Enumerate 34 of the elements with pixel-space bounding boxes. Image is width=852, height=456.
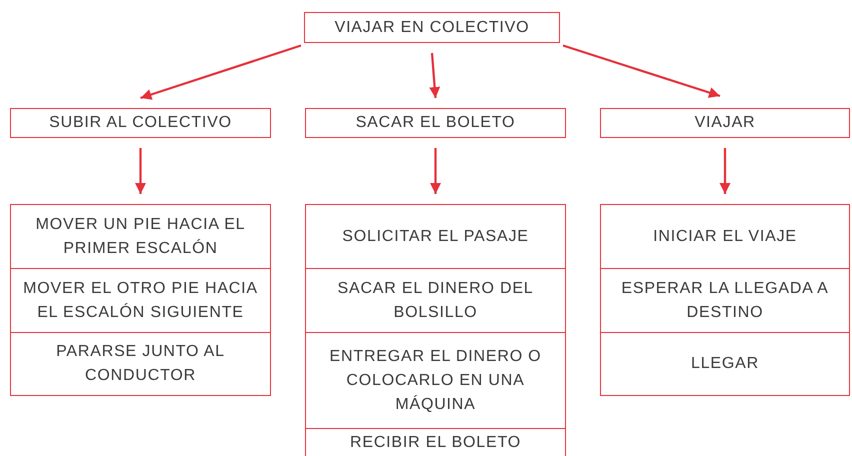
node-text: PARARSE JUNTO AL CONDUCTOR (55, 342, 226, 386)
arrow (140, 44, 302, 100)
arrow (430, 148, 441, 194)
process-box (10, 204, 271, 269)
process-box (600, 268, 850, 333)
node-text: VIAJAR EN COLECTIVO (334, 18, 530, 38)
node-text: RECIBIR EL BOLETO (349, 433, 522, 453)
process-box (305, 428, 566, 456)
node-text: INICIAR EL VIAJE (652, 226, 798, 246)
process-box (305, 268, 566, 333)
process-box (10, 268, 271, 333)
node-text: LLEGAR (690, 354, 760, 374)
node-text: MOVER UN PIE HACIA EL PRIMER ESCALÓN (34, 214, 246, 258)
node-text: SACAR EL DINERO DEL BOLSILLO (336, 278, 534, 322)
process-box (10, 332, 271, 396)
node-text: MOVER EL OTRO PIE HACIA EL ESCALÓN SIGUIENTE (22, 278, 259, 322)
arrow (429, 52, 440, 98)
process-box (305, 108, 566, 138)
node-text: VIAJAR (694, 113, 756, 133)
node-text: ENTREGAR EL DINERO O COLOCARLO EN UNA MÁQUINA (328, 346, 542, 414)
process-box (600, 204, 850, 269)
process-box (305, 332, 566, 429)
arrow (135, 148, 146, 194)
arrow (562, 44, 720, 98)
process-box (600, 332, 850, 396)
node-text: SOLICITAR EL PASAJE (341, 226, 530, 246)
node-text: SACAR EL BOLETO (354, 113, 516, 133)
process-box (305, 204, 566, 269)
node-text: ESPERAR LA LLEGADA A DESTINO (620, 278, 830, 322)
node-text: SUBIR AL COLECTIVO (48, 113, 233, 133)
process-box (10, 108, 271, 138)
process-box (304, 12, 560, 43)
arrow (720, 148, 730, 194)
process-box (600, 108, 850, 138)
